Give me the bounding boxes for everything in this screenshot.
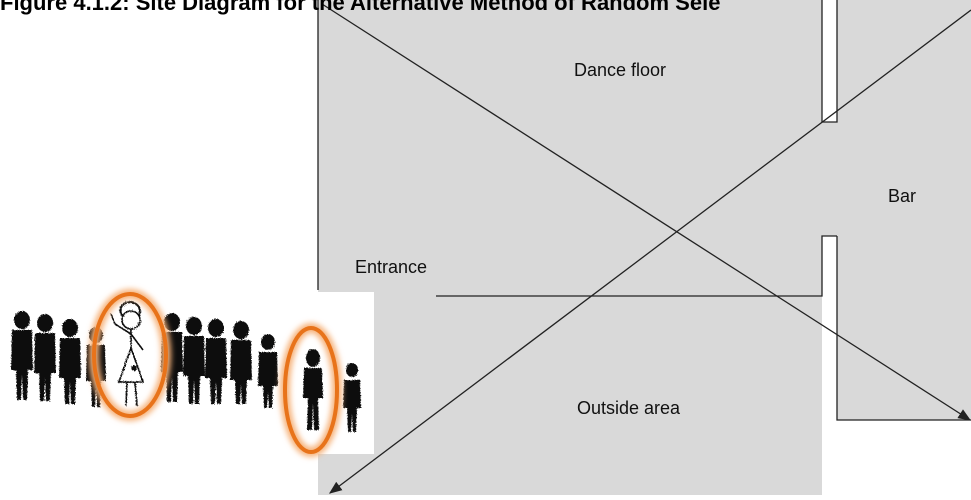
divider-wall-upper	[822, 0, 837, 122]
outside-area-label: Outside area	[577, 398, 680, 419]
dance-floor-label: Dance floor	[574, 60, 666, 81]
bar-label: Bar	[888, 186, 916, 207]
entrance-label: Entrance	[355, 257, 427, 278]
figure-title: Figure 4.1.2: Site Diagram for the Alter…	[0, 0, 971, 16]
